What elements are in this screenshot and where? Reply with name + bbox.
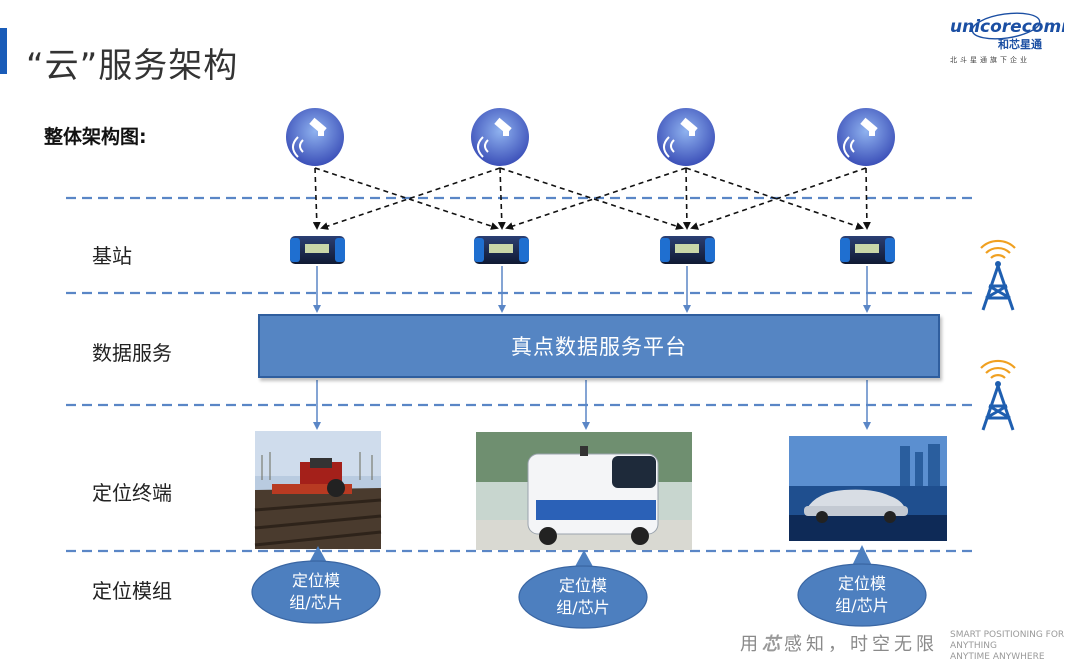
satellite-icon (657, 108, 715, 166)
unicorecomm-logo: unicorecomm 和芯星通 北斗星通旗下企业 (950, 12, 1064, 64)
satellite-icon (286, 108, 344, 166)
tractor-photo (254, 431, 382, 549)
signal-tower-icon (980, 239, 1016, 311)
platform-label: 真点数据服务平台 (511, 335, 687, 359)
bubble-1-line1: 定位模 (292, 571, 340, 590)
logo-tagline: 北斗星通旗下企业 (950, 55, 1030, 64)
logo-cn: 和芯星通 (998, 37, 1042, 51)
bubble-1-line2: 组/芯片 (289, 593, 342, 612)
row-separators (66, 196, 978, 553)
delivery-vehicle-photo (476, 432, 692, 550)
platform-links (313, 380, 871, 430)
module-callout-1: 定位模 组/芯片 (251, 546, 381, 624)
logo-wordmark: unicorecomm (950, 17, 1064, 37)
gnss-receiver-icon (660, 236, 715, 264)
satellite-links (312, 167, 871, 230)
data-service-platform: 真点数据服务平台 (258, 314, 940, 378)
section-subtitle: 整体架构图: (44, 126, 147, 148)
satellite-icon (837, 108, 895, 166)
bubble-3-line1: 定位模 (838, 574, 886, 593)
receiver-links (313, 266, 871, 313)
footer-cn: 用芯感知，时空无限 (740, 634, 938, 655)
module-callout-2: 定位模 组/芯片 (518, 550, 648, 629)
gnss-receiver-icon (474, 236, 529, 264)
row-label-terminal: 定位终端 (92, 481, 172, 505)
gnss-receiver-icon (290, 236, 345, 264)
footer-slogan: 用芯感知，时空无限 SMART POSITIONING FOR ANYTHING… (740, 630, 1064, 662)
footer-en: SMART POSITIONING FOR ANYTHING ANYTIME A… (950, 630, 1065, 662)
bubble-2-line1: 定位模 (559, 576, 607, 595)
bubble-3-line2: 组/芯片 (835, 596, 888, 615)
signal-tower-icon (980, 359, 1016, 431)
page-title: “云”服务架构 (26, 46, 239, 86)
row-label-data-service: 数据服务 (92, 341, 172, 365)
module-callout-3: 定位模 组/芯片 (797, 545, 927, 627)
satellite-icon (471, 108, 529, 166)
car-photo (789, 436, 947, 541)
title-accent-bar (0, 28, 7, 74)
gnss-receiver-icon (840, 236, 895, 264)
row-label-base-station: 基站 (92, 244, 132, 268)
row-label-module: 定位模组 (92, 579, 172, 603)
footer-chip-char: 芯 (762, 634, 784, 655)
bubble-2-line2: 组/芯片 (556, 598, 609, 617)
